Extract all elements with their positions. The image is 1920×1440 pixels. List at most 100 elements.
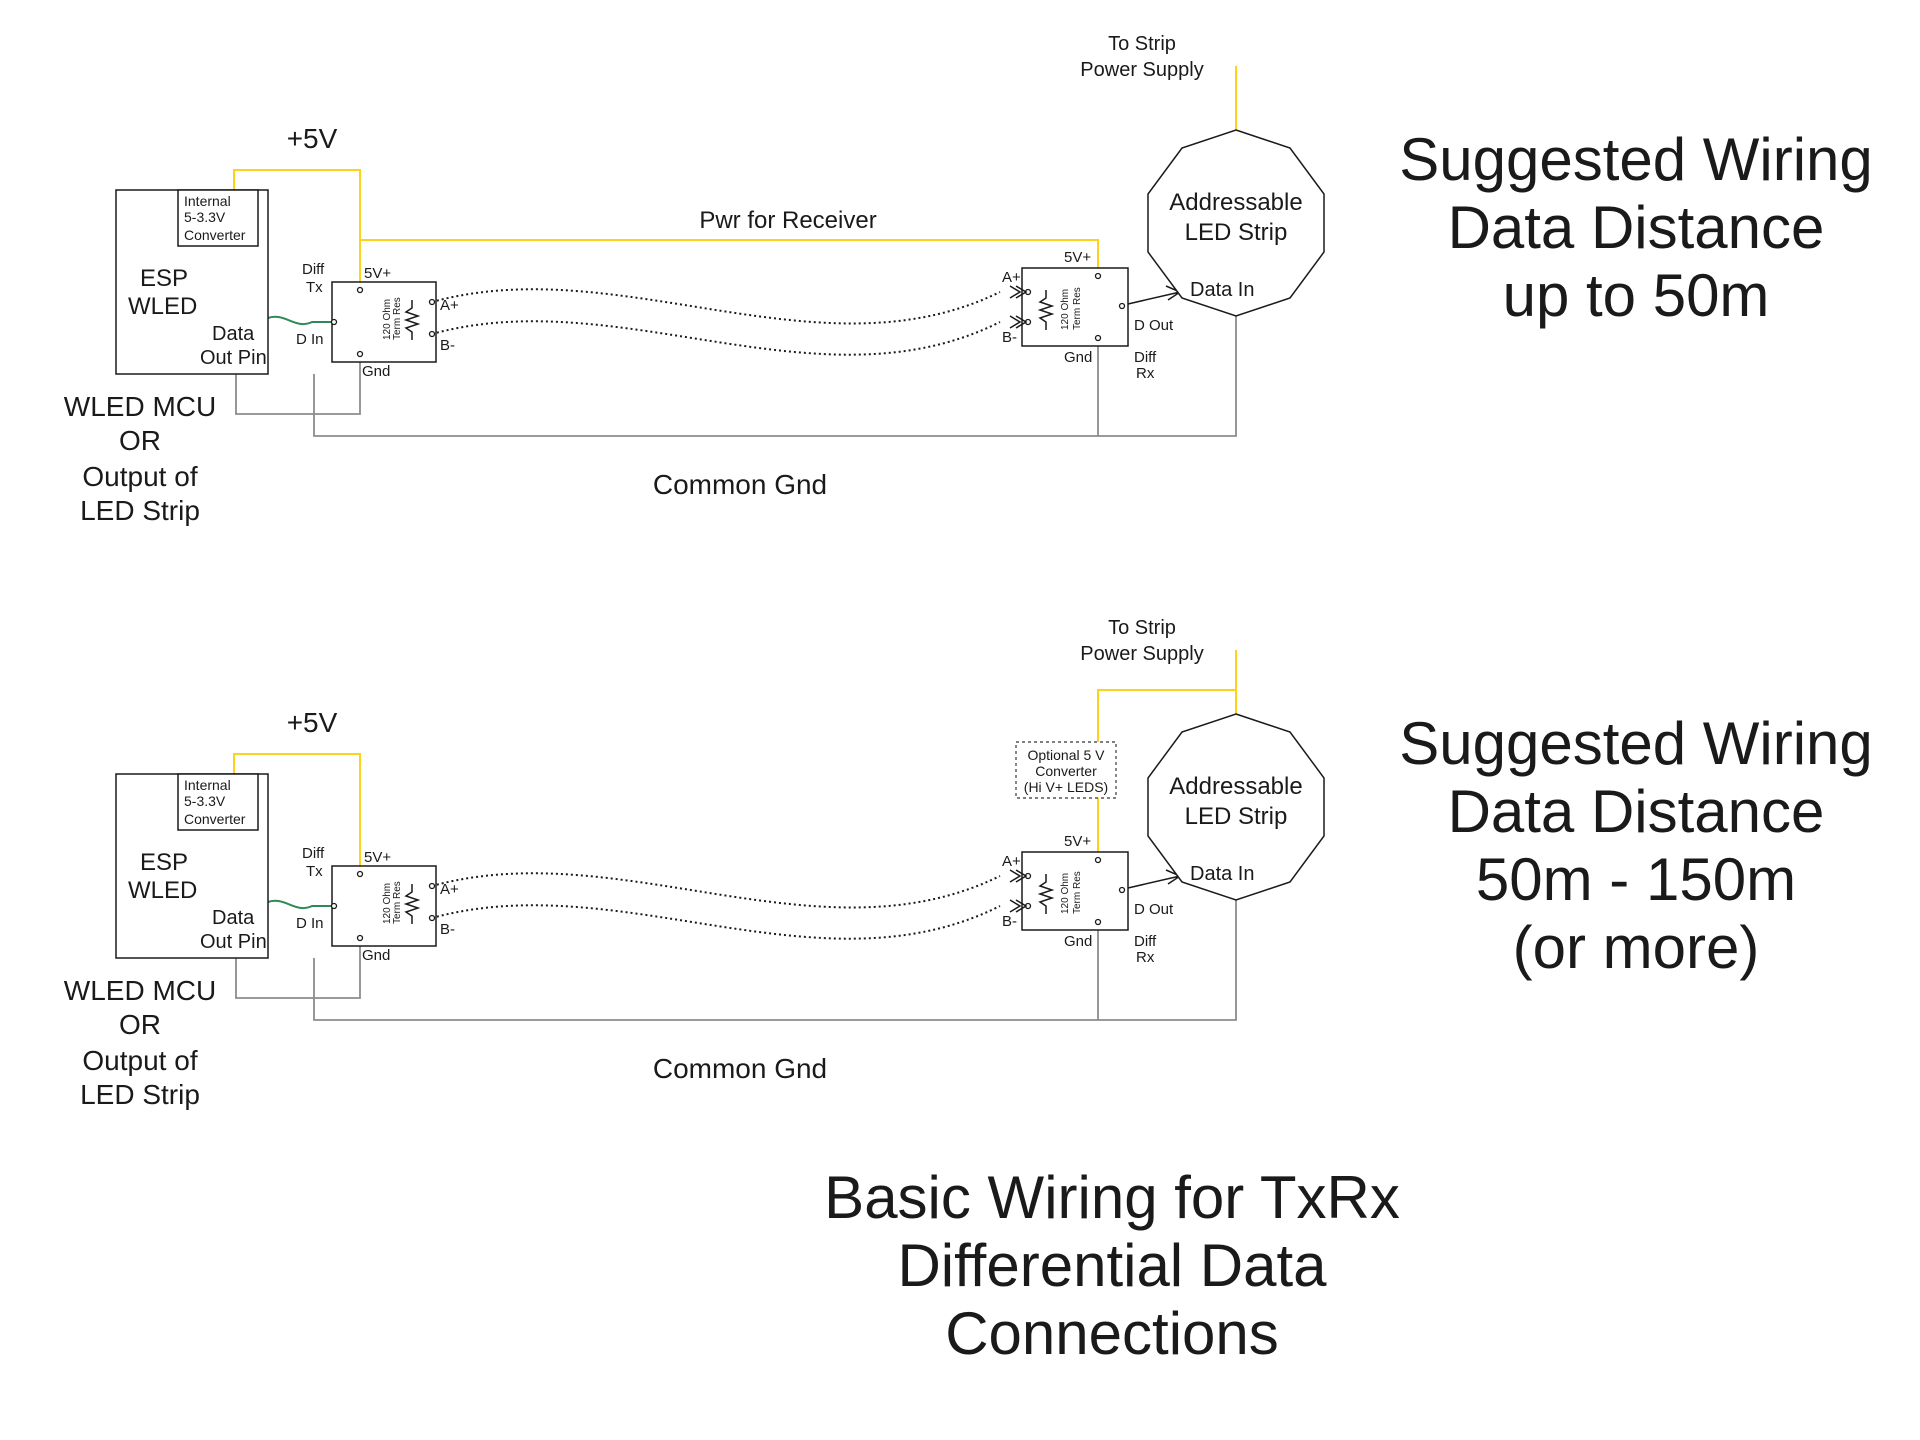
tx-pin-gnd [356, 934, 364, 942]
out-pin-label: Out Pin [200, 931, 267, 953]
optional-converter-3: (Hi V+ LEDS) [1024, 779, 1108, 795]
source-label-2: OR [119, 1009, 161, 1040]
panel-short: Internal 5-3.3V Converter ESP WLED Data … [64, 33, 1873, 526]
heading-line-2: Data Distance [1448, 778, 1825, 845]
d-in-label: D In [296, 331, 324, 348]
rx-module-box [1021, 267, 1129, 347]
plus-5v-label: +5V [287, 707, 338, 738]
main-title-line-2: Differential Data [897, 1232, 1327, 1299]
rx-b-arrow [1009, 899, 1028, 913]
optional-converter-2: Converter [1035, 763, 1097, 779]
svg-text:Converter: Converter [184, 811, 246, 827]
rx-gnd-label: Gnd [1064, 349, 1092, 366]
internal-converter-box [177, 189, 259, 247]
tx-5v-label: 5V+ [364, 265, 391, 282]
svg-text:Internal: Internal [184, 777, 231, 793]
rx-pin-gnd [1094, 918, 1102, 926]
tx-a-plus-label: A+ [440, 881, 459, 898]
differential-pair-a [431, 288, 1001, 325]
data-in-label: Data In [1190, 863, 1254, 885]
tx-term-res-2: Term Res [392, 881, 403, 924]
tx-pin-b [428, 330, 436, 338]
rx-a-arrow [1009, 285, 1028, 299]
differential-pair-a [431, 872, 1001, 909]
rx-b-minus-label: B- [1002, 329, 1017, 346]
led-strip-shape [1147, 713, 1325, 901]
internal-label-2: 5-3.3V [184, 793, 226, 809]
diff-tx-label-2: Tx [306, 863, 323, 880]
strip-label-1: Addressable [1169, 189, 1302, 216]
panel-long: Internal 5-3.3V Converter ESP WLED Data … [64, 617, 1873, 1110]
ground-wire-tx [235, 360, 361, 415]
esp-label: ESP [140, 265, 188, 292]
source-label-1: WLED MCU [64, 975, 216, 1006]
tx-b-minus-label: B- [440, 337, 455, 354]
power-wire-converter-top [1097, 689, 1237, 742]
strip-label-1: Addressable [1169, 773, 1302, 800]
rx-resistor-symbol [1037, 290, 1055, 330]
internal-label-1: Internal [184, 777, 231, 793]
tx-module-box [331, 281, 437, 363]
to-strip-label-1: To Strip [1108, 33, 1176, 55]
source-label-1: WLED MCU [64, 391, 216, 422]
source-label-3: Output of [82, 461, 197, 492]
rx-pin-gnd [1094, 334, 1102, 342]
source-label-2: OR [119, 425, 161, 456]
diff-rx-label-2: Rx [1136, 365, 1155, 382]
svg-text:Converter: Converter [184, 227, 246, 243]
tx-pin-a [428, 882, 436, 890]
wled-label: WLED [128, 877, 197, 904]
rx-term-res-1: 120 Ohm [1060, 289, 1071, 330]
esp-label: ESP [140, 849, 188, 876]
rx-b-minus-label: B- [1002, 913, 1017, 930]
heading-line-4: (or more) [1513, 914, 1760, 981]
tx-pin-din [330, 318, 338, 326]
source-label-3: Output of [82, 1045, 197, 1076]
wled-label: WLED [128, 293, 197, 320]
common-ground-wire [313, 310, 1237, 437]
tx-gnd-label: Gnd [362, 947, 390, 964]
tx-term-res-2: Term Res [392, 297, 403, 340]
tx-b-minus-label: B- [440, 921, 455, 938]
heading-line-3: up to 50m [1503, 262, 1770, 329]
d-in-label: D In [296, 915, 324, 932]
tx-pin-gnd [356, 350, 364, 358]
tx-pin-din [330, 902, 338, 910]
diff-tx-label-1: Diff [302, 845, 325, 862]
rx-a-plus-label: A+ [1002, 853, 1021, 870]
plus-5v-label: +5V [287, 123, 338, 154]
led-strip-shape [1147, 129, 1325, 317]
diff-tx-label-2: Tx [306, 279, 323, 296]
power-wire-5v [233, 169, 361, 348]
tx-a-plus-label: A+ [440, 297, 459, 314]
to-strip-label-1: To Strip [1108, 617, 1176, 639]
svg-text:5-3.3V: 5-3.3V [184, 793, 226, 809]
svg-text:Internal: Internal [184, 193, 231, 209]
heading-line-1: Suggested Wiring [1399, 710, 1873, 777]
source-label-4: LED Strip [80, 1079, 200, 1110]
rx-a-arrow [1009, 869, 1028, 883]
rx-a-plus-label: A+ [1002, 269, 1021, 286]
d-out-label: D Out [1134, 317, 1174, 334]
d-out-label: D Out [1134, 901, 1174, 918]
heading-line-1: Suggested Wiring [1399, 126, 1873, 193]
common-ground-wire [313, 894, 1237, 1021]
strip-label-2: LED Strip [1185, 803, 1288, 830]
tx-pin-b [428, 914, 436, 922]
heading-line-2: Data Distance [1448, 194, 1825, 261]
tx-pin-5v [356, 870, 364, 878]
diff-tx-label-1: Diff [302, 261, 325, 278]
differential-pair-b [431, 904, 1001, 940]
tx-5v-label: 5V+ [364, 849, 391, 866]
rx-term-res-1: 120 Ohm [1060, 873, 1071, 914]
internal-label-2: 5-3.3V [184, 209, 226, 225]
rx-pin-5v [1094, 856, 1102, 864]
data-wire-din [267, 899, 334, 909]
tx-pin-a [428, 298, 436, 306]
ground-wire-tx [235, 944, 361, 999]
to-strip-label-2: Power Supply [1080, 643, 1203, 665]
data-in-label: Data In [1190, 279, 1254, 301]
svg-text:5-3.3V: 5-3.3V [184, 209, 226, 225]
power-wire-receiver [360, 239, 1099, 268]
